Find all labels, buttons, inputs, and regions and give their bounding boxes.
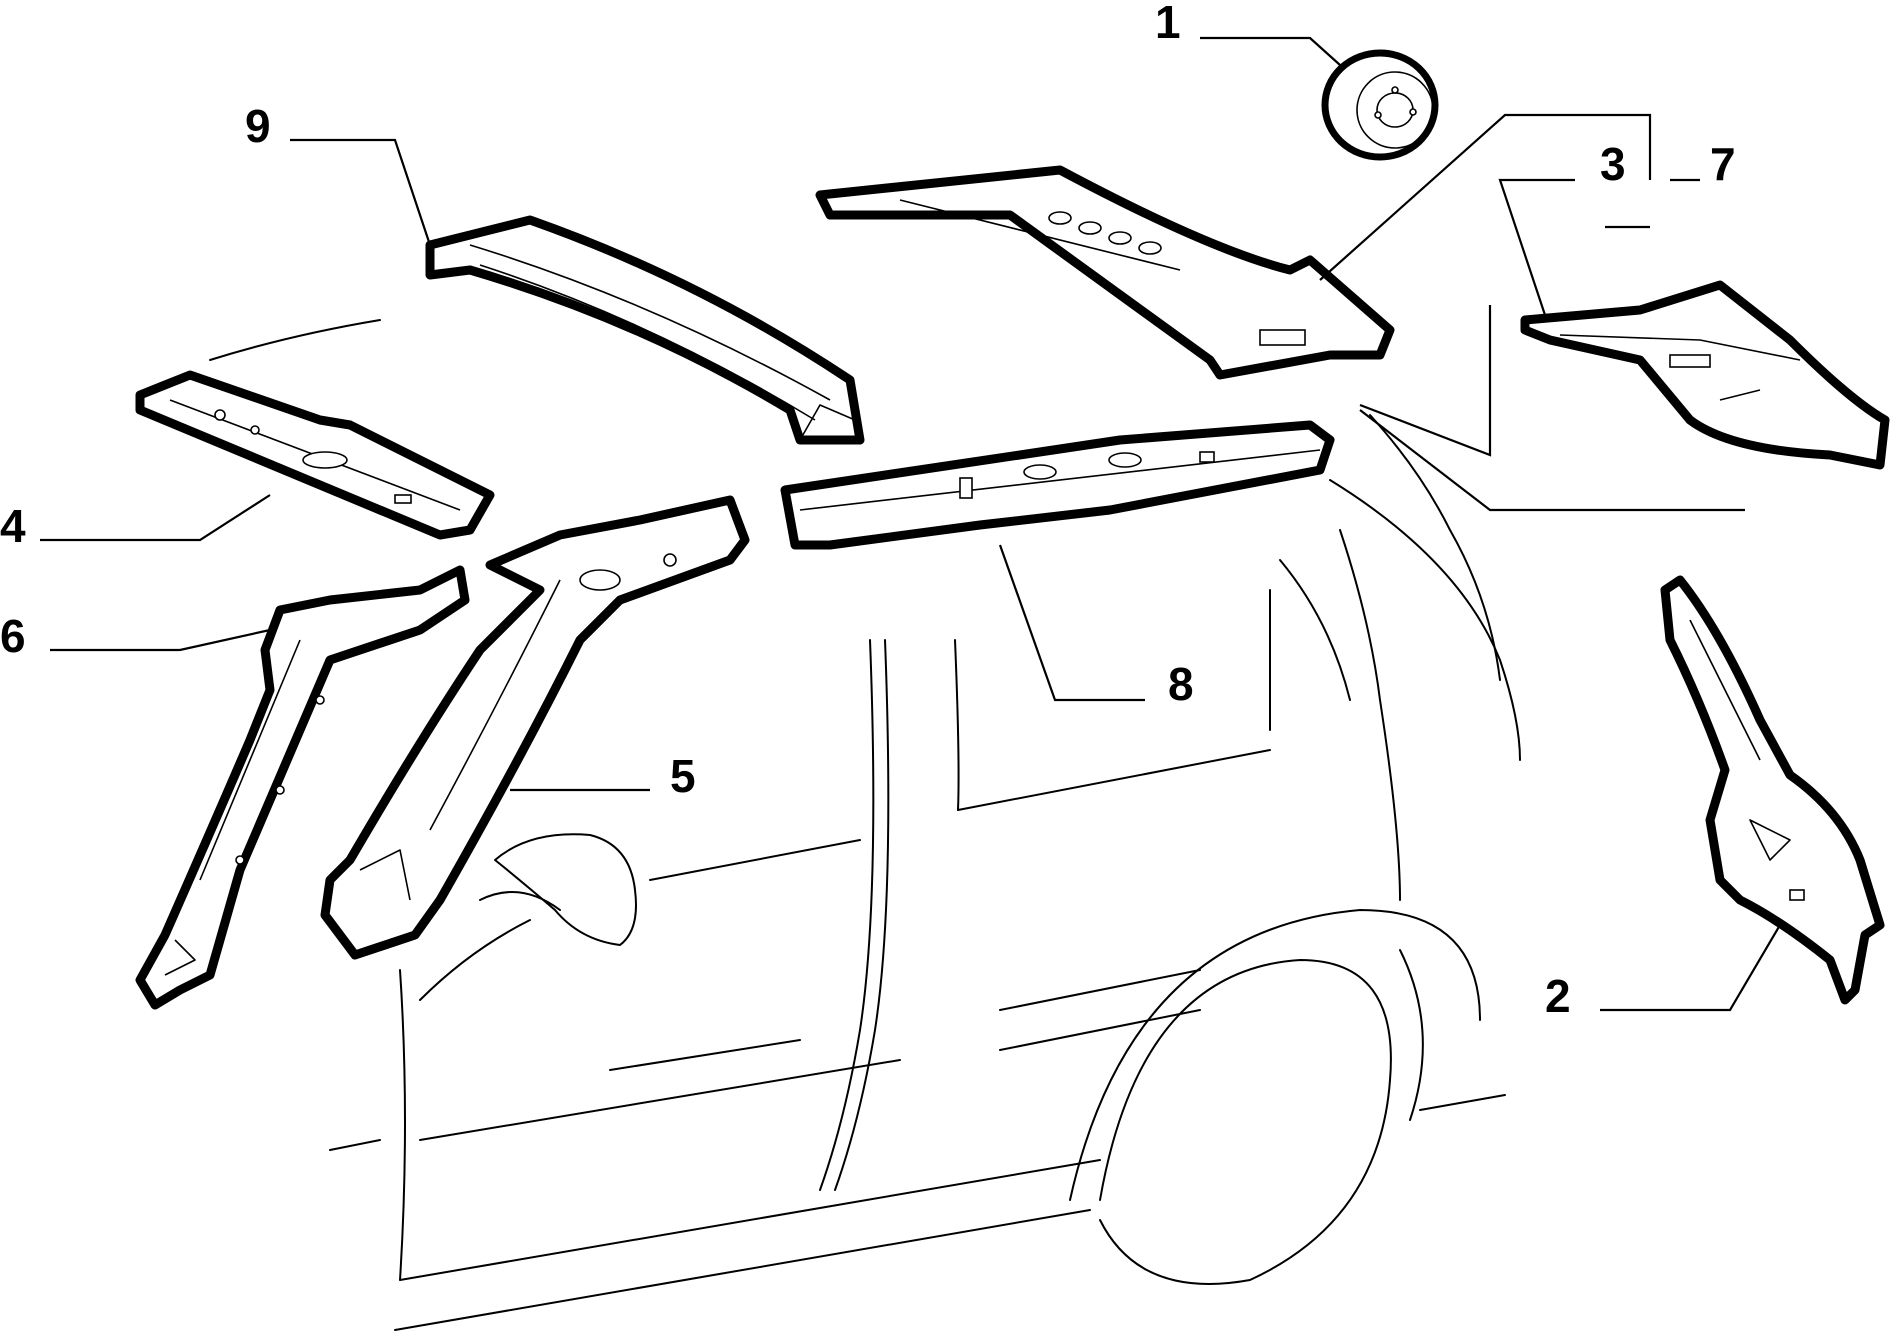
leader-1 [1200, 36, 1341, 66]
part-4-front-header [135, 370, 495, 540]
callout-5: 5 [670, 750, 696, 802]
leader-4 [40, 494, 271, 542]
part-5-b-pillar [320, 495, 750, 960]
part-9-roof-bow [425, 215, 865, 445]
leader-9 [290, 138, 432, 246]
callout-numbers: 1 2 3 4 5 6 7 8 9 [0, 0, 1736, 1022]
callout-9: 9 [245, 100, 271, 152]
part-6-a-pillar [135, 565, 470, 1010]
part-3-quarter-inner [1520, 280, 1890, 470]
leader-2 [1600, 924, 1781, 1012]
callout-6: 6 [0, 610, 26, 662]
part-1-cap [1321, 49, 1439, 161]
callout-8: 8 [1168, 658, 1194, 710]
part-8-side-rail [780, 420, 1335, 550]
callout-4: 4 [0, 500, 26, 552]
callout-1: 1 [1155, 0, 1181, 48]
leader-3c [1359, 409, 1745, 512]
callout-2: 2 [1545, 970, 1571, 1022]
leader-6 [50, 628, 271, 652]
leader-lines [40, 36, 1781, 1012]
callout-3: 3 [1600, 138, 1626, 190]
leader-8 [998, 544, 1145, 702]
leader-7 [1319, 113, 1652, 281]
part-7-roof-rail [815, 165, 1395, 380]
leader-3b [1359, 305, 1492, 457]
callout-7: 7 [1710, 138, 1736, 190]
part-2-rear-pillar [1660, 575, 1885, 1005]
leader-3 [1498, 178, 1575, 316]
car-body-outline [209, 319, 1521, 1331]
